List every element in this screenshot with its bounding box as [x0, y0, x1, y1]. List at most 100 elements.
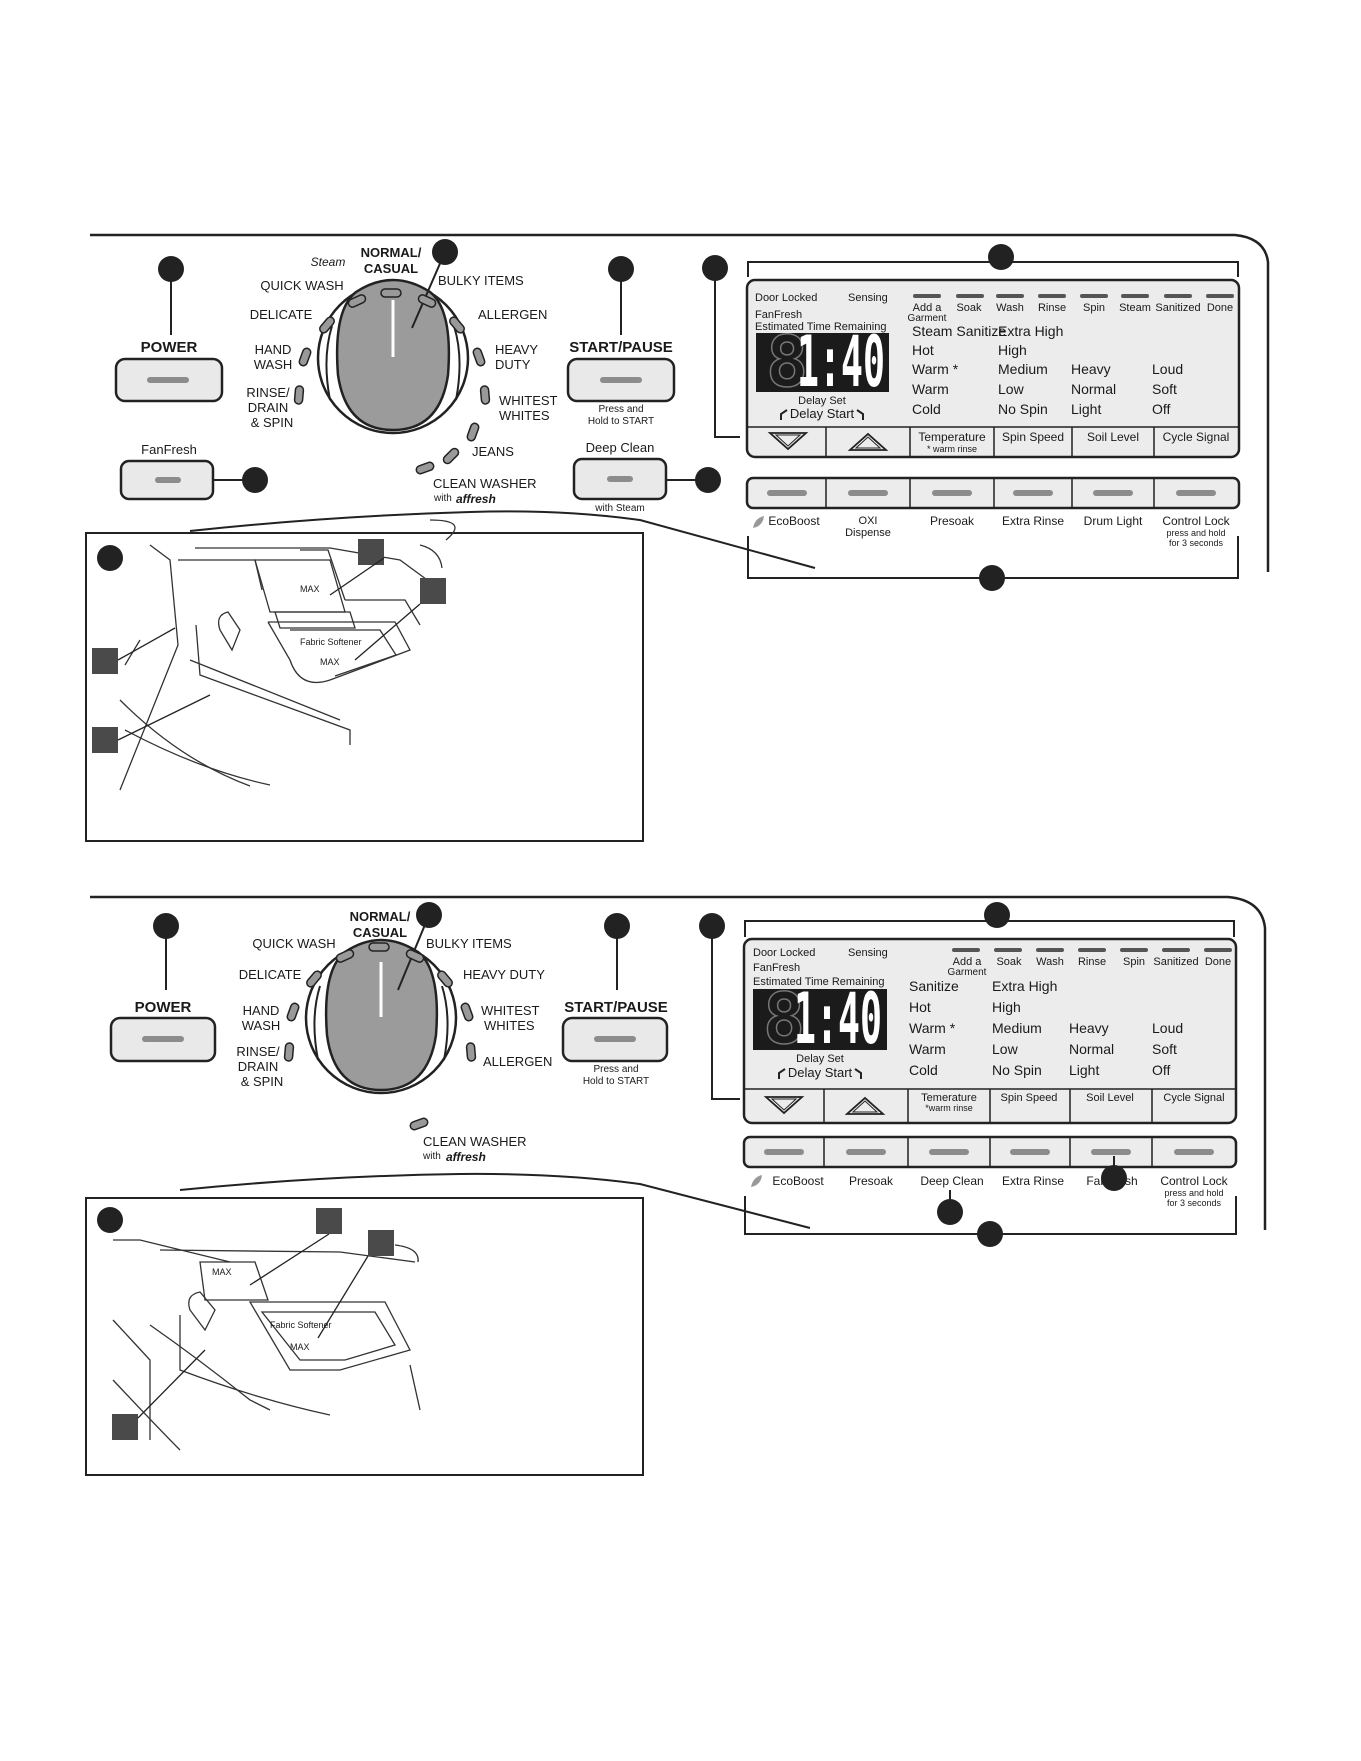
power-button[interactable]	[109, 1016, 217, 1063]
dispenser-label: Fabric Softener	[270, 1320, 332, 1330]
est-time-label: Estimated Time Remaining	[753, 976, 884, 988]
cycle-selector-knob[interactable]	[304, 938, 458, 1095]
deep-clean-button[interactable]	[572, 457, 668, 501]
callout-dot	[984, 902, 1010, 928]
status-rinse: Rinse	[1038, 302, 1066, 314]
soil-option: Normal	[1071, 381, 1116, 397]
panel-2: POWER NORMAL/ CASUAL	[85, 895, 1267, 1476]
time-display	[756, 333, 889, 392]
temp-option: Hot	[909, 999, 931, 1015]
callout-dot	[1101, 1165, 1127, 1191]
dispenser-inset-2: Fabric Softener MAX MAX	[85, 1197, 644, 1476]
spin-option: No Spin	[998, 401, 1048, 417]
ecoboost-button[interactable]	[767, 490, 807, 496]
cycle-rinse-drain-spin: DRAIN	[248, 400, 288, 415]
cycle-normal: CASUAL	[364, 261, 418, 276]
extra-rinse-button[interactable]	[1013, 490, 1053, 496]
extra-rinse-label: Extra Rinse	[1002, 514, 1064, 528]
control-lock-button[interactable]	[1176, 490, 1216, 496]
up-arrow-button[interactable]	[844, 1096, 886, 1115]
presoak-button[interactable]	[846, 1149, 886, 1155]
spin-speed-button[interactable]: Spin Speed	[1002, 430, 1064, 444]
temp-option: Sanitize	[909, 978, 959, 994]
soil-option: Light	[1071, 401, 1101, 417]
temperature-button[interactable]: Temerature	[921, 1092, 977, 1104]
cycle-whitest-whites: WHITES	[499, 408, 550, 423]
sensing-indicator: Sensing	[848, 947, 888, 959]
cycle-rinse-drain-spin: & SPIN	[251, 415, 294, 430]
status-rinse: Rinse	[1078, 956, 1106, 968]
temp-option: Warm	[909, 1041, 946, 1057]
start-pause-hint: Hold to START	[588, 416, 654, 427]
callout-square	[316, 1208, 342, 1234]
signal-option: Off	[1152, 1062, 1171, 1078]
presoak-label: Presoak	[849, 1174, 894, 1188]
power-button[interactable]	[114, 357, 224, 403]
oxi-dispense-button[interactable]	[848, 490, 888, 496]
est-time-label: Estimated Time Remaining	[755, 321, 886, 333]
cycle-hand-wash: HAND	[243, 1003, 280, 1018]
status-soak: Soak	[996, 956, 1022, 968]
status-done: Done	[1205, 956, 1231, 968]
time-readout: 1:40	[797, 321, 885, 403]
control-lock-button[interactable]	[1174, 1149, 1214, 1155]
callout-dot	[97, 1207, 123, 1233]
cycle-normal: NORMAL/	[361, 245, 422, 260]
spin-speed-button[interactable]: Spin Speed	[1001, 1092, 1058, 1104]
status-steam: Steam	[1119, 302, 1151, 314]
spin-option: Extra High	[998, 323, 1063, 339]
spin-option: High	[998, 342, 1027, 358]
soil-level-button[interactable]: Soil Level	[1086, 1092, 1134, 1104]
presoak-button[interactable]	[932, 490, 972, 496]
spin-option: Medium	[998, 361, 1048, 377]
ecoboost-button[interactable]	[764, 1149, 804, 1155]
up-arrow-button[interactable]	[847, 432, 889, 451]
leaf-icon	[751, 1175, 762, 1187]
control-lock-label: Control Lock	[1160, 1174, 1228, 1188]
cycle-signal-button[interactable]: Cycle Signal	[1163, 430, 1230, 444]
time-readout: 1:40	[794, 978, 882, 1060]
signal-option: Loud	[1152, 1020, 1183, 1036]
down-arrow-button[interactable]	[767, 432, 809, 451]
control-lock-hint: for 3 seconds	[1169, 538, 1224, 548]
status-add-garment: Garment	[908, 313, 947, 324]
soil-level-button[interactable]: Soil Level	[1087, 430, 1139, 444]
soil-option: Heavy	[1071, 361, 1111, 377]
panel-1: POWER FanFresh	[85, 233, 1270, 842]
dispenser-label: MAX	[290, 1342, 310, 1352]
dispenser-label: MAX	[212, 1267, 232, 1277]
extra-rinse-button[interactable]	[1010, 1149, 1050, 1155]
callout-square	[368, 1230, 394, 1256]
oxi-dispense-label: OXI	[859, 515, 878, 527]
cycle-delicate: DELICATE	[250, 307, 313, 322]
signal-option: Soft	[1152, 381, 1177, 397]
status-sanitized: Sanitized	[1153, 956, 1198, 968]
display-panel: Door Locked Sensing FanFresh Estimated T…	[742, 937, 1238, 1125]
signal-option: Loud	[1152, 361, 1183, 377]
fanfresh-indicator: FanFresh	[753, 962, 800, 974]
cycle-selector-knob[interactable]	[316, 278, 470, 435]
start-pause-button[interactable]	[566, 357, 676, 403]
cycle-rinse-drain-spin: DRAIN	[238, 1059, 278, 1074]
start-pause-button[interactable]	[561, 1016, 669, 1063]
cycle-rinse-drain-spin: RINSE/	[246, 385, 290, 400]
time-display	[753, 989, 887, 1050]
start-pause-hint: Hold to START	[583, 1076, 649, 1087]
callout-dot	[977, 1221, 1003, 1247]
down-arrow-button[interactable]	[763, 1096, 805, 1115]
delay-start-label: Delay Start	[790, 406, 855, 421]
leaf-icon	[753, 516, 764, 528]
fanfresh-button[interactable]	[1091, 1149, 1131, 1155]
temperature-button[interactable]: Temperature	[918, 430, 986, 444]
deep-clean-button[interactable]	[929, 1149, 969, 1155]
sensing-indicator: Sensing	[848, 292, 888, 304]
fanfresh-button[interactable]	[119, 459, 215, 501]
cycle-whitest-whites: WHITEST	[481, 1003, 540, 1018]
status-wash: Wash	[996, 302, 1024, 314]
option-buttons-strip	[745, 476, 1241, 510]
ecoboost-label: EcoBoost	[772, 1174, 824, 1188]
drum-light-button[interactable]	[1093, 490, 1133, 496]
cycle-signal-button[interactable]: Cycle Signal	[1163, 1092, 1224, 1104]
cycle-heavy-duty: HEAVY	[495, 342, 538, 357]
delay-set-label: Delay Set	[796, 1053, 844, 1065]
